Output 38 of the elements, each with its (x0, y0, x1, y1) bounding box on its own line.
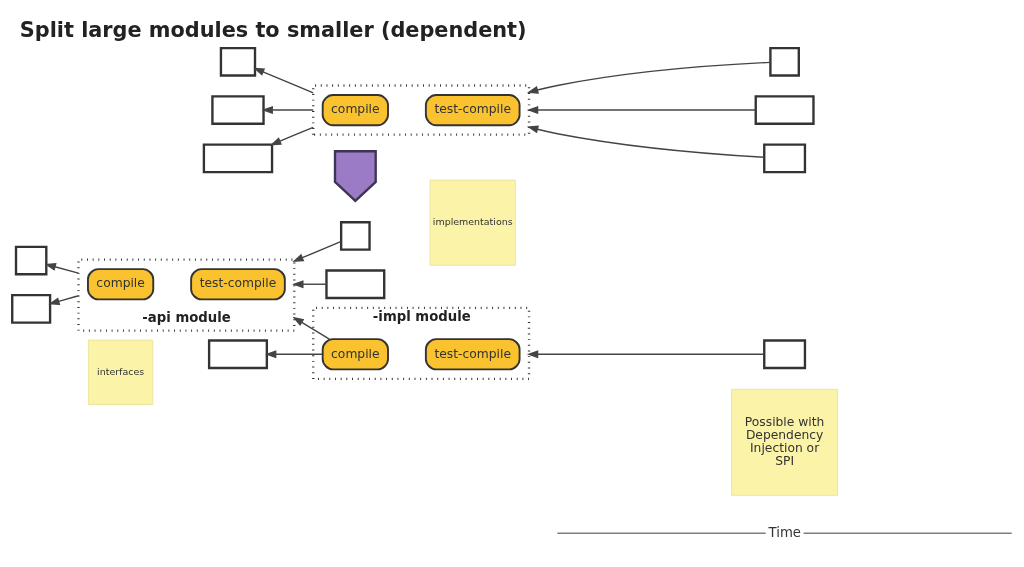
cluster (312, 83, 531, 136)
arrow (526, 61, 771, 94)
node-arrow (333, 149, 377, 203)
arrow (292, 279, 328, 288)
arrow (526, 105, 757, 114)
node-box (339, 220, 371, 251)
node-box (769, 46, 800, 77)
arrow (48, 294, 80, 305)
node-box (211, 94, 265, 125)
arrow (261, 105, 314, 114)
node-box: test-compile (190, 267, 286, 300)
node-box: Possible with Dependency Injection or SPI (731, 388, 839, 496)
node-box: test-compile (424, 93, 521, 126)
node-box: compile (321, 337, 389, 370)
arrow (269, 126, 314, 145)
arrow (253, 67, 314, 94)
node-box: compile (321, 93, 389, 126)
arrow (292, 316, 331, 340)
node-box: compile (87, 267, 155, 300)
node-box: test-compile (424, 337, 521, 370)
arrow (526, 349, 765, 358)
arrow (526, 125, 765, 158)
node-box (11, 293, 52, 324)
node-box (219, 46, 257, 77)
node-box: interfaces (87, 339, 154, 405)
node-box (763, 142, 807, 173)
node-box (325, 268, 386, 299)
node-box (754, 94, 815, 125)
arrow (292, 240, 342, 262)
node-box (207, 338, 269, 369)
node-box (202, 142, 274, 173)
node-box: implementations (429, 179, 516, 266)
arrow (265, 349, 324, 358)
diagram-title: Split large modules to smaller (dependent) (19, 17, 527, 42)
label: Time (768, 524, 801, 540)
node-box (763, 338, 807, 369)
arrow (44, 262, 80, 274)
node-box (14, 245, 48, 275)
